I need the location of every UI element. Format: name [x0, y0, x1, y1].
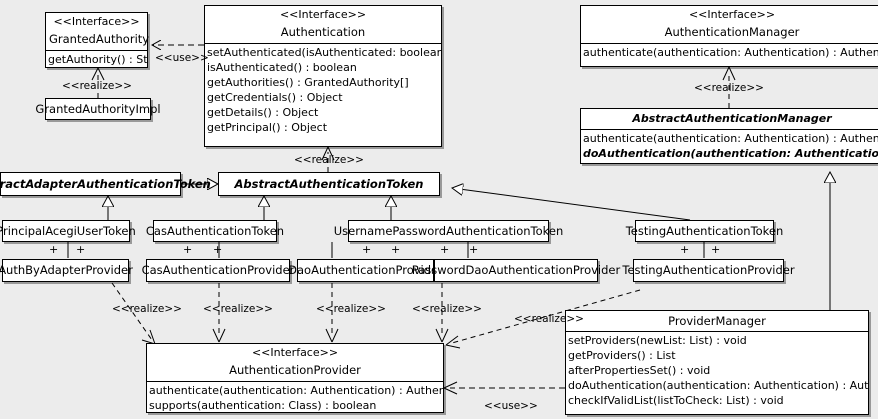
class-auth-by-adapter-provider[interactable]: AuthByAdapterProvider — [0, 259, 133, 282]
operation: authenticate(authentication: Authenticat… — [583, 45, 878, 59]
class-name: PasswordDaoAuthenticationProvider — [411, 263, 621, 278]
class-header: AbstractAuthenticationManager — [581, 109, 878, 129]
compartment-separator — [581, 42, 878, 44]
class-abstract-adapter-authentication-token[interactable]: AbstractAdapterAuthenticationToken — [0, 172, 211, 196]
class-name: GrantedAuthority — [49, 31, 150, 46]
operation: getPrincipal() : Object — [207, 120, 328, 134]
class-name: ProviderManager — [668, 314, 766, 328]
multiplicity-marker: + — [213, 243, 223, 256]
multiplicity-marker: + — [440, 243, 450, 256]
class-name: TestingAuthenticationToken — [625, 223, 784, 238]
class-dao-authentication-provider[interactable]: DaoAuthenticationProvider — [288, 259, 443, 282]
class-header: ProviderManager — [566, 311, 868, 331]
multiplicity-marker: + — [49, 243, 59, 256]
operation: setProviders(newList: List) : void — [568, 334, 747, 348]
edge-label-use-granted-authority: <<use>> — [155, 52, 209, 64]
compartment-separator — [566, 331, 868, 333]
class-name: AuthenticationProvider — [229, 362, 361, 377]
edge-label-use-provider-manager: <<use>> — [484, 400, 538, 412]
operation: getAuthorities() : GrantedAuthority[] — [207, 75, 409, 89]
operation: getProviders() : List — [568, 349, 676, 363]
class-header: <<Interface>> Authentication — [205, 6, 441, 43]
class-name: TestingAuthenticationProvider — [622, 263, 795, 278]
class-granted-authority-impl[interactable]: GrantedAuthorityImpl — [35, 98, 161, 120]
multiplicity-marker: + — [469, 243, 479, 256]
class-header: <<Interface>> AuthenticationProvider — [147, 344, 443, 381]
stereotype-label: <<Interface>> — [251, 346, 339, 359]
compartment-separator — [46, 49, 147, 51]
operation: setAuthenticated(isAuthenticated: boolea… — [207, 45, 441, 59]
class-name: AuthenticationManager — [664, 24, 800, 39]
class-name: AbstractAuthenticationToken — [234, 176, 424, 191]
class-abstract-authentication-manager[interactable]: AbstractAuthenticationManager authentica… — [580, 108, 878, 164]
operation: getAuthority() : String — [48, 52, 147, 66]
class-name: DaoAuthenticationProvider — [288, 263, 443, 278]
class-authentication[interactable]: <<Interface>> Authentication setAuthenti… — [204, 5, 442, 147]
class-name: AuthByAdapterProvider — [0, 263, 133, 278]
multiplicity-marker: + — [391, 243, 401, 256]
operations-compartment: getAuthority() : String — [46, 51, 147, 68]
operations-compartment: authenticate(authentication: Authenticat… — [147, 382, 443, 414]
operation: supports(authentication: Class) : boolea… — [149, 398, 377, 412]
operation: authenticate(authentication: Authenticat… — [149, 383, 443, 397]
compartment-separator — [581, 128, 878, 130]
class-granted-authority[interactable]: <<Interface>> GrantedAuthority getAuthor… — [45, 12, 150, 68]
class-testing-authentication-provider[interactable]: TestingAuthenticationProvider — [622, 259, 795, 282]
edge-label-realize-testing-provider: <<realize>> — [514, 313, 584, 325]
operation: afterPropertiesSet() : void — [568, 364, 711, 378]
class-header: <<Interface>> GrantedAuthority — [46, 13, 150, 50]
multiplicity-marker: + — [711, 243, 721, 256]
class-header: <<Interface>> AuthenticationManager — [581, 6, 878, 43]
stereotype-label: <<Interface>> — [279, 8, 367, 21]
edge-label-realize-cas-provider: <<realize>> — [203, 303, 273, 315]
class-username-password-authentication-token[interactable]: UsernamePasswordAuthenticationToken — [334, 220, 563, 242]
class-name: AbstractAdapterAuthenticationToken — [0, 176, 211, 191]
class-principal-acegi-user-token[interactable]: PrincipalAcegiUserToken — [0, 220, 136, 242]
class-name: CasAuthenticationToken — [145, 223, 285, 238]
multiplicity-marker: + — [680, 243, 690, 256]
operations-compartment: authenticate(authentication: Authenticat… — [581, 130, 878, 162]
edge-label-realize-auth-by-adapter-provider: <<realize>> — [112, 303, 182, 315]
class-authentication-manager[interactable]: <<Interface>> AuthenticationManager auth… — [580, 5, 878, 67]
class-cas-authentication-provider[interactable]: CasAuthenticationProvider — [142, 259, 294, 282]
class-testing-authentication-token[interactable]: TestingAuthenticationToken — [626, 220, 783, 242]
compartment-separator — [205, 42, 441, 44]
class-authentication-provider[interactable]: <<Interface>> AuthenticationProvider aut… — [146, 343, 444, 413]
class-provider-manager[interactable]: ProviderManager setProviders(newList: Li… — [565, 310, 869, 415]
class-name: PrincipalAcegiUserToken — [0, 223, 136, 238]
class-abstract-authentication-token[interactable]: AbstractAuthenticationToken — [218, 172, 440, 196]
operation: getDetails() : Object — [207, 105, 319, 119]
operation: doAuthentication(authentication: Authent… — [568, 379, 868, 393]
operations-compartment: setAuthenticated(isAuthenticated: boolea… — [205, 44, 441, 136]
multiplicity-marker: + — [183, 243, 193, 256]
operation: isAuthenticated() : boolean — [207, 60, 357, 74]
class-name: GrantedAuthorityImpl — [35, 101, 161, 116]
operations-compartment: setProviders(newList: List) : void getPr… — [566, 332, 868, 409]
edge-label-realize-granted-authority: <<realize>> — [62, 80, 132, 92]
compartment-separator — [147, 380, 443, 382]
class-name: Authentication — [280, 24, 366, 39]
operation: getCredentials() : Object — [207, 90, 343, 104]
operation: authenticate(authentication: Authenticat… — [583, 131, 878, 145]
operations-compartment: authenticate(authentication: Authenticat… — [581, 44, 878, 61]
class-cas-authentication-token[interactable]: CasAuthenticationToken — [146, 220, 284, 242]
multiplicity-marker: + — [362, 243, 372, 256]
stereotype-label: <<Interface>> — [53, 15, 140, 28]
class-name: UsernamePasswordAuthenticationToken — [333, 223, 564, 238]
operation-abstract: doAuthentication(authentication: Authent… — [583, 146, 878, 160]
class-password-dao-authentication-provider[interactable]: PasswordDaoAuthenticationProvider — [412, 259, 620, 282]
stereotype-label: <<Interface>> — [688, 8, 776, 21]
edge-label-realize-abstract-authentication-manager: <<realize>> — [694, 82, 764, 94]
operation: checkIfValidList(listToCheck: List) : vo… — [568, 394, 784, 408]
edge-label-realize-dao-provider: <<realize>> — [316, 303, 386, 315]
multiplicity-marker: + — [76, 243, 86, 256]
edge-label-realize-password-dao-provider: <<realize>> — [412, 303, 482, 315]
class-name: AbstractAuthenticationManager — [632, 112, 832, 125]
edge-label-realize-abstract-authentication-token: <<realize>> — [294, 154, 364, 166]
class-name: CasAuthenticationProvider — [141, 263, 295, 278]
